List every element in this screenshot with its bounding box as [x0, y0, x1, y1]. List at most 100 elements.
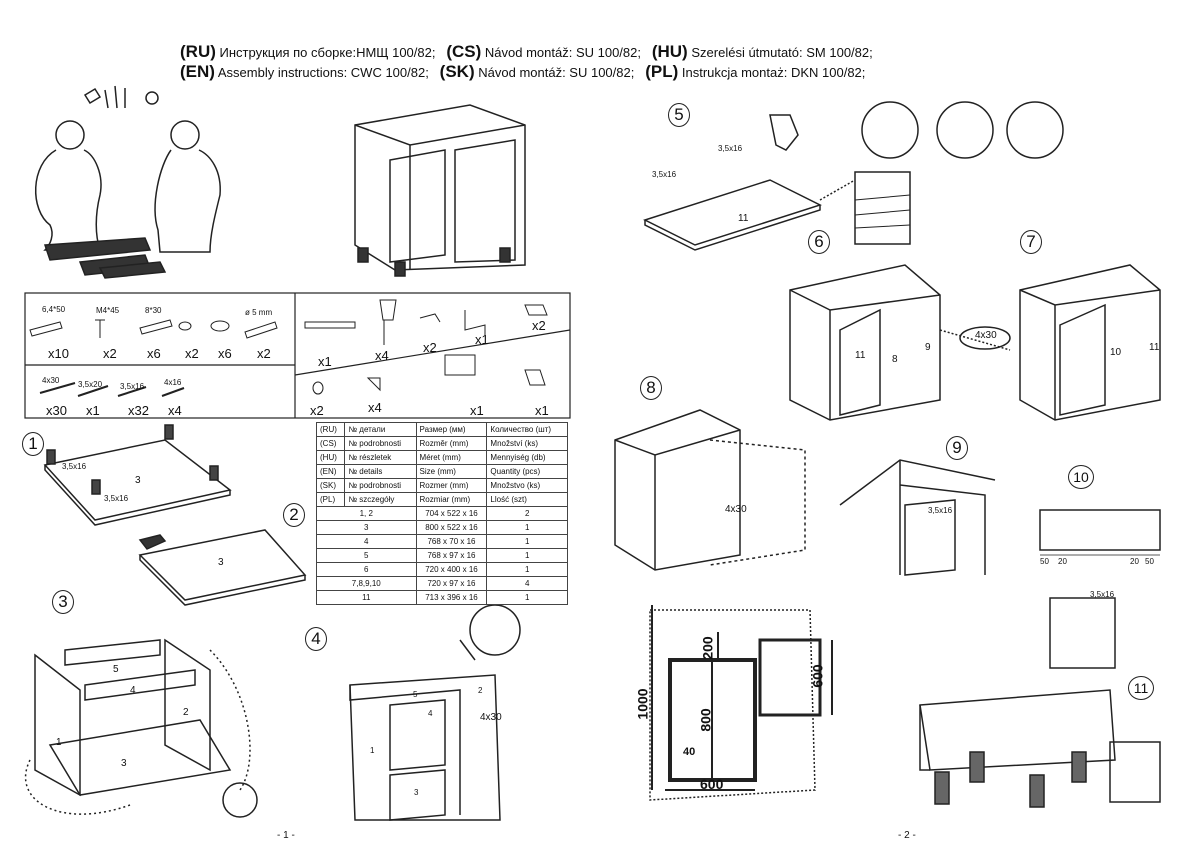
hw2-label-3-5x16: 3,5x16	[120, 382, 145, 391]
step-3-number: 3	[52, 590, 74, 614]
step1-part-label: 3	[135, 475, 141, 486]
step10-dim-3: 20	[1130, 557, 1139, 566]
step2-part-label: 3	[218, 557, 224, 568]
hw2-qty-1: x30	[46, 403, 67, 418]
step8-drawing	[614, 409, 806, 571]
step10-drawing	[1039, 509, 1161, 556]
step3-part-3: 3	[121, 758, 127, 769]
step8-screw-label: 4x30	[725, 504, 747, 515]
step3-drawing	[24, 638, 258, 818]
step4-part-2: 2	[478, 686, 483, 695]
step-6-number: 6	[808, 230, 830, 254]
header-line-1: (RU) Инструкция по сборке:НМЩ 100/82; (C…	[180, 42, 873, 61]
dimension-200: 200	[699, 636, 716, 660]
step-10-number: 10	[1068, 465, 1094, 489]
step7-screw-label: 4x30	[975, 330, 997, 341]
step7-left-part-11: 11	[855, 350, 866, 361]
step4-screw-label: 4x30	[480, 712, 502, 723]
hw-label-m4x45: M4*45	[96, 306, 120, 315]
page-number-2: - 2 -	[898, 830, 916, 841]
hw4-qty-1: x2	[310, 403, 324, 418]
hw2-qty-3: x32	[128, 403, 149, 418]
step-11-number: 11	[1128, 676, 1154, 700]
step5-drawing	[643, 101, 1064, 251]
hardware-box	[24, 292, 571, 419]
step10-dim-2: 20	[1058, 557, 1067, 566]
hw-qty-4: x2	[185, 346, 199, 361]
step-8-number: 8	[640, 376, 662, 400]
dimension-600-right: 600	[809, 664, 826, 688]
step1-drawing	[43, 424, 232, 526]
step3-part-5: 5	[113, 664, 119, 675]
step9-drawing	[839, 459, 996, 576]
step5-screw-label-b: 3,5x16	[718, 144, 743, 153]
step4-drawing	[349, 604, 521, 821]
hw2-label-4x16: 4x16	[164, 378, 182, 387]
cabinet-assembled-drawing	[354, 104, 526, 277]
dimension-drawing	[649, 605, 833, 801]
step1-screw-label-b: 3,5x16	[104, 494, 129, 503]
step2-drawing	[138, 529, 307, 606]
step-9-number: 9	[946, 436, 968, 460]
step3-part-4: 4	[130, 685, 136, 696]
header-line-2: (EN) Assembly instructions: CWC 100/82; …	[180, 62, 866, 81]
dimension-600-bottom: 600	[700, 776, 724, 792]
step-5-number: 5	[668, 103, 690, 127]
hw-qty-3: x6	[147, 346, 161, 361]
hw3-qty-1: x1	[318, 354, 332, 369]
hw-label-8x30: 8*30	[145, 306, 162, 315]
hw2-label-4x30: 4x30	[42, 376, 60, 385]
step7-left-part-9: 9	[925, 342, 931, 353]
step9-screw-label: 3,5x16	[928, 506, 953, 515]
dimension-800: 800	[697, 708, 714, 732]
step7-right-drawing	[1019, 264, 1161, 421]
step7-left-part-8: 8	[892, 354, 898, 365]
step-1-number: 1	[22, 432, 44, 456]
hw2-qty-4: x4	[168, 403, 182, 418]
step11-drawing	[919, 597, 1161, 808]
hw4-qty-3: x1	[470, 403, 484, 418]
step7-right-part-10: 10	[1110, 347, 1122, 358]
tools-icon	[83, 85, 159, 109]
hw4-qty-2: x4	[368, 400, 382, 415]
step-4-number: 4	[305, 627, 327, 651]
hw3-qty-5: x2	[532, 318, 546, 333]
dimension-40: 40	[683, 746, 696, 758]
hw-qty-6: x2	[257, 346, 271, 361]
step3-part-2: 2	[183, 707, 189, 718]
step4-part-1: 1	[370, 746, 375, 755]
page-number-1: - 1 -	[277, 830, 295, 841]
step-7-number: 7	[1020, 230, 1042, 254]
step4-part-5: 5	[413, 690, 418, 699]
hw-qty-2: x2	[103, 346, 117, 361]
hw3-qty-2: x4	[375, 348, 389, 363]
step5-part-label: 11	[738, 213, 749, 224]
step1-screw-label-a: 3,5x16	[62, 462, 87, 471]
step-2-number: 2	[283, 503, 305, 527]
step5-screw-label-a: 3,5x16	[652, 170, 677, 179]
hw2-label-3-5x20: 3,5x20	[78, 380, 103, 389]
hw-label-6-4x50: 6,4*50	[42, 305, 66, 314]
step10-dim-4: 50	[1145, 557, 1154, 566]
dimension-1000: 1000	[634, 688, 651, 720]
step7-left-drawing	[789, 264, 1011, 421]
two-people-figure	[34, 120, 221, 279]
step3-part-1: 1	[56, 737, 62, 748]
hw2-qty-2: x1	[86, 403, 100, 418]
step11-screw-label: 3,5x16	[1090, 590, 1115, 599]
step10-dim-1: 50	[1040, 557, 1049, 566]
